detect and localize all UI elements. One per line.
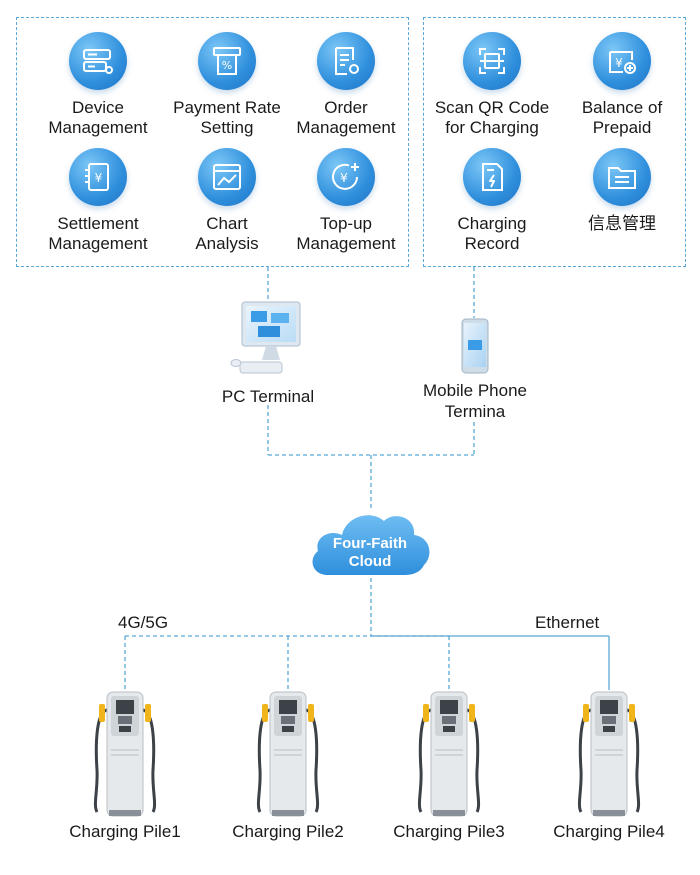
device-management-icon: [69, 32, 127, 90]
feature-label-line1: Balance of: [581, 98, 663, 117]
settlement-icon: ¥: [69, 148, 127, 206]
cloud-label: Four-Faith Cloud: [306, 535, 434, 571]
feature-label-line2: for Charging: [445, 118, 539, 137]
feature-label-line1: Settlement: [57, 214, 139, 233]
cloud-icon: [312, 515, 430, 575]
feature-label-line2: Analysis: [195, 234, 259, 253]
feature-label-line2: Management: [296, 234, 396, 253]
ethernet-link-label: Ethernet: [535, 613, 600, 632]
charging-record-icon: [463, 148, 521, 206]
user-features-panel: [423, 17, 686, 267]
feature-label-line2: Management: [48, 234, 148, 253]
pc-terminal-node[interactable]: [228, 300, 308, 382]
wireless-link-label: 4G/5G: [118, 613, 169, 632]
mobile-phone-icon: [461, 318, 489, 374]
mobile-terminal-label: Mobile Phone Termina: [400, 380, 550, 422]
top-up-icon: ¥: [317, 148, 375, 206]
pile-label: Charging Pile1: [69, 822, 181, 841]
feature-label-line1: 信息管理: [588, 214, 656, 233]
feature-label-line2: Record: [464, 234, 520, 253]
cloud-label-line2: Cloud: [348, 553, 392, 570]
info-folder-icon: [593, 148, 651, 206]
pile-label: Charging Pile4: [553, 822, 665, 841]
pc-terminal-label: PC Terminal: [221, 387, 315, 406]
charging-pile-icon: [577, 691, 641, 817]
charging-pile[interactable]: [238, 680, 338, 820]
prepaid-balance-icon: ¥: [593, 32, 651, 90]
charging-pile[interactable]: [399, 680, 499, 820]
feature-label-line1: Payment Rate: [173, 98, 281, 117]
feature-label-line2: Management: [296, 118, 396, 137]
charging-pile-icon: [93, 691, 157, 817]
feature-label-line2: Management: [48, 118, 148, 137]
svg-text:¥: ¥: [615, 56, 623, 70]
cloud-label-line1: Four-Faith: [332, 535, 408, 552]
charging-pile[interactable]: [559, 680, 659, 820]
feature-label-line1: Device: [72, 98, 124, 117]
svg-text:¥: ¥: [340, 171, 348, 185]
mobile-terminal-node[interactable]: [461, 318, 489, 374]
feature-info-management[interactable]: 信息管理: [557, 148, 687, 234]
scan-qr-icon: [463, 32, 521, 90]
pile-label: Charging Pile3: [393, 822, 505, 841]
chart-analysis-icon: [198, 148, 256, 206]
mobile-label-line2: Termina: [444, 402, 506, 421]
feature-label-line2: Setting: [200, 118, 254, 137]
charging-pile-icon: [256, 691, 320, 817]
feature-label-line1: Charging: [457, 214, 527, 233]
feature-label-line1: Scan QR Code: [434, 98, 550, 117]
feature-label-line1: Chart: [206, 214, 248, 233]
feature-label-line1: Order: [324, 98, 368, 117]
mobile-label-line1: Mobile Phone: [423, 381, 527, 400]
pc-monitor-icon: [230, 301, 301, 374]
svg-text:%: %: [222, 59, 232, 72]
payment-rate-icon: %: [198, 32, 256, 90]
feature-label-line1: Top-up: [320, 214, 372, 233]
charging-pile[interactable]: [75, 680, 175, 820]
feature-label-line2: Prepaid: [592, 118, 652, 137]
pile-label: Charging Pile2: [232, 822, 344, 841]
svg-text:¥: ¥: [95, 171, 103, 185]
four-faith-cloud[interactable]: Four-Faith Cloud: [306, 505, 434, 581]
admin-features-panel: [16, 17, 409, 267]
charging-pile-icon: [417, 691, 481, 817]
order-management-icon: [317, 32, 375, 90]
